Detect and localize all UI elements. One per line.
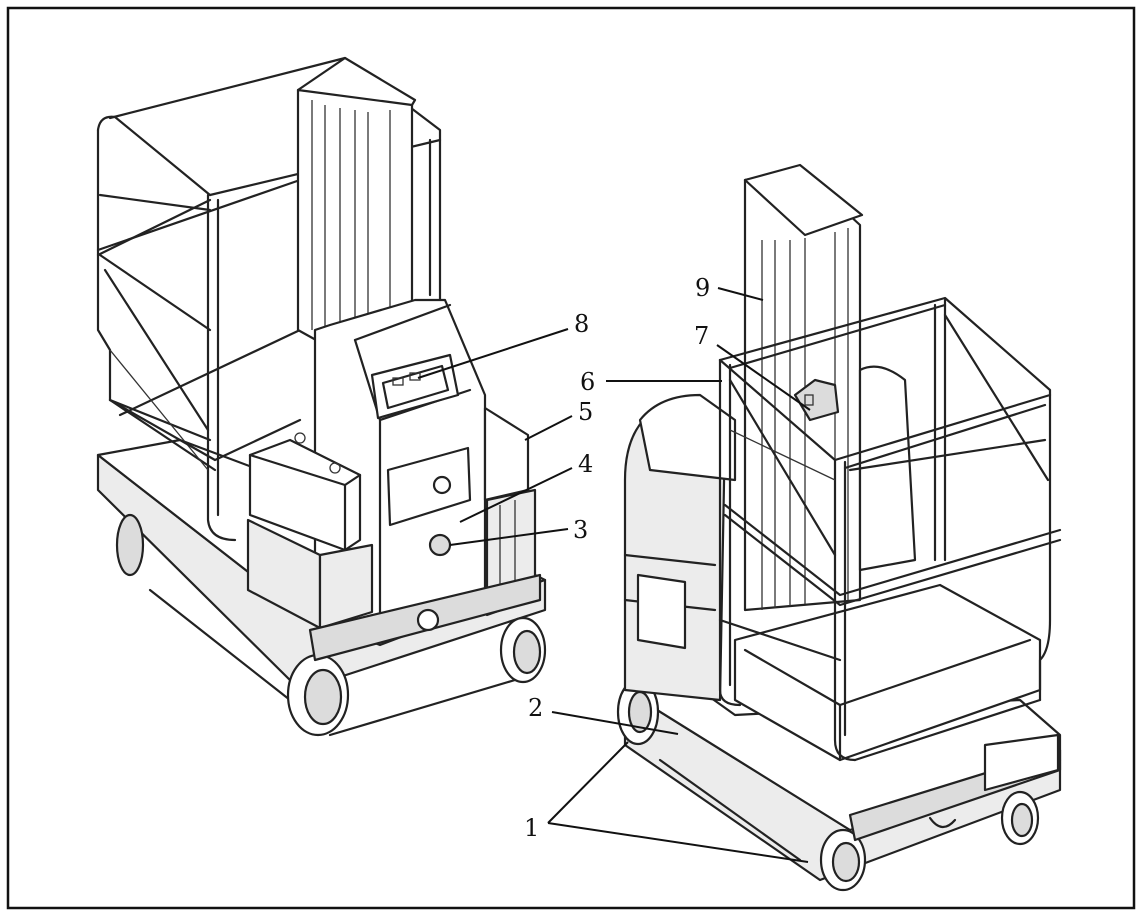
leader-8 bbox=[417, 328, 569, 379]
callout-7: 7 bbox=[694, 322, 709, 350]
figure-border bbox=[6, 6, 1136, 910]
leader-lines bbox=[417, 287, 811, 863]
leader-7 bbox=[716, 344, 811, 411]
leader-5 bbox=[524, 415, 573, 441]
callout-6: 6 bbox=[580, 368, 595, 396]
left-machine-rear-view bbox=[96, 56, 547, 737]
callout-2: 2 bbox=[528, 694, 543, 722]
leader-9 bbox=[717, 287, 764, 301]
leader-2 bbox=[551, 711, 679, 735]
callout-3: 3 bbox=[573, 516, 588, 544]
leader-1b bbox=[547, 822, 809, 863]
callout-8: 8 bbox=[574, 310, 589, 338]
callout-5: 5 bbox=[578, 398, 593, 426]
callout-labels: 1 2 3 4 5 6 7 8 9 bbox=[524, 274, 710, 842]
leader-1a bbox=[547, 741, 629, 824]
leader-3 bbox=[449, 528, 569, 546]
callout-4: 4 bbox=[578, 450, 593, 478]
right-machine-front-view bbox=[616, 163, 1062, 892]
callout-1: 1 bbox=[524, 814, 539, 842]
callout-9: 9 bbox=[695, 274, 710, 302]
leader-4 bbox=[459, 467, 573, 523]
